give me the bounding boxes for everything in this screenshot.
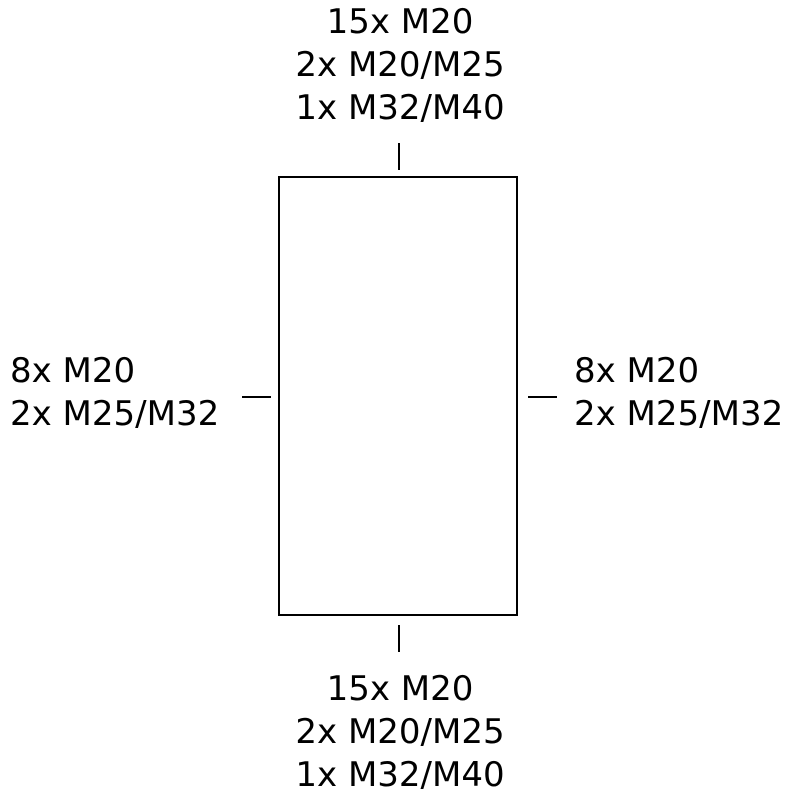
right-entry-line: 8x M20 [574,351,700,391]
left-entry-marker [242,396,271,398]
right-entry-line: 2x M25/M32 [574,394,784,434]
top-entry-line: 15x M20 [326,2,474,42]
bottom-entry-line: 15x M20 [326,669,474,709]
bottom-entry-line: 1x M32/M40 [295,755,505,795]
left-entry-line: 8x M20 [10,351,136,391]
top-entry-label: 15x M20 2x M20/M25 1x M32/M40 [200,1,600,130]
top-entry-marker [398,143,400,170]
top-entry-line: 1x M32/M40 [295,88,505,128]
bottom-entry-marker [398,625,400,652]
enclosure-outline [278,176,518,616]
left-entry-line: 2x M25/M32 [10,394,220,434]
top-entry-line: 2x M20/M25 [295,45,505,85]
bottom-entry-line: 2x M20/M25 [295,712,505,752]
bottom-entry-label: 15x M20 2x M20/M25 1x M32/M40 [200,668,600,797]
right-entry-marker [528,396,557,398]
right-entry-label: 8x M20 2x M25/M32 [574,350,783,436]
left-entry-label: 8x M20 2x M25/M32 [10,350,219,436]
